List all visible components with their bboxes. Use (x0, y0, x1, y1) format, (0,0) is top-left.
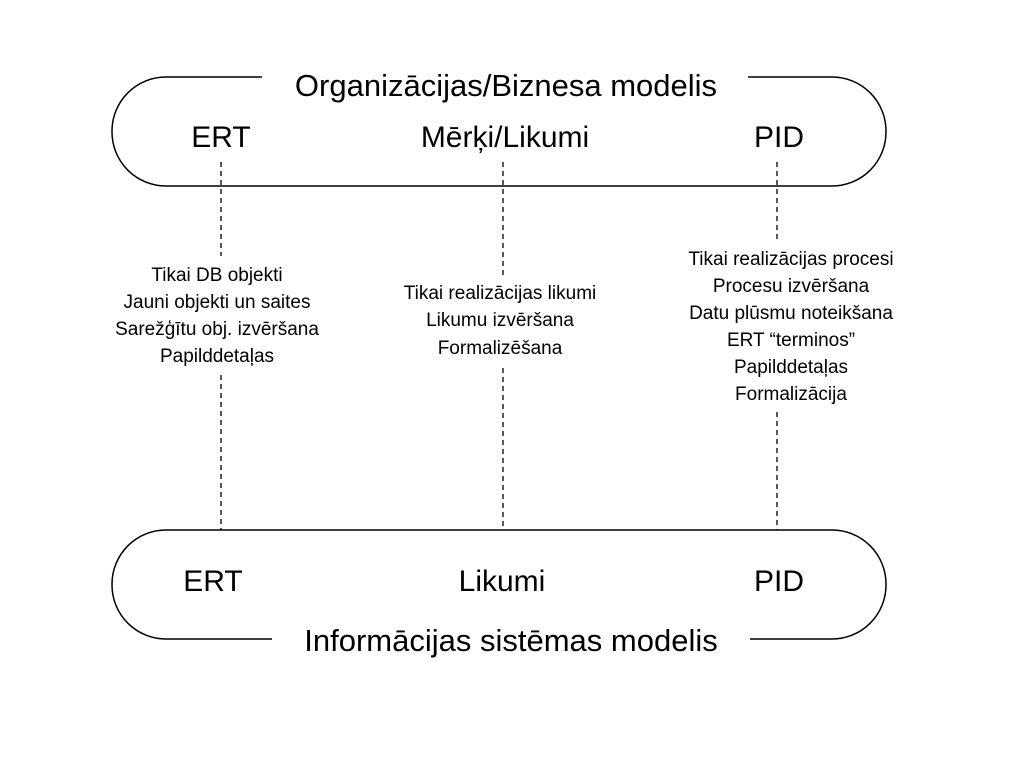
business-ert-label: ERT (191, 121, 250, 154)
system-ert-label: ERT (183, 565, 242, 598)
rules-note-1: Tikai realizācijas likumi (404, 283, 597, 304)
connectors (220, 162, 778, 530)
pid-note-3: Datu plūsmu noteikšana (689, 303, 893, 324)
information-system-model-box: ERT Likumi PID Informācijas sistēmas mod… (111, 529, 887, 658)
business-model-title-gap (262, 68, 748, 88)
business-goals-rules-label: Mērķi/Likumi (421, 121, 589, 154)
rules-transformation-notes: Tikai realizācijas likumi Likumu izvērša… (404, 283, 597, 359)
business-pid-label: PID (754, 121, 804, 154)
ert-note-4: Papilddetaļas (160, 346, 274, 367)
pid-note-5: Papilddetaļas (734, 357, 848, 378)
ert-note-2: Jauni objekti un saites (124, 292, 311, 313)
rules-note-3: Formalizēšana (438, 338, 563, 359)
pid-note-4: ERT “terminos” (727, 330, 855, 351)
pid-note-6: Formalizācija (735, 384, 847, 405)
business-model-title: Organizācijas/Biznesa modelis (295, 68, 717, 103)
pid-note-1: Tikai realizācijas procesi (688, 249, 893, 270)
pid-transformation-notes: Tikai realizācijas procesi Procesu izvēr… (688, 249, 893, 405)
rules-note-2: Likumu izvēršana (426, 310, 574, 331)
pid-note-2: Procesu izvēršana (713, 276, 870, 297)
information-system-model-title: Informācijas sistēmas modelis (304, 623, 717, 658)
system-rules-label: Likumi (459, 565, 546, 598)
information-system-model-title-gap (272, 629, 750, 649)
ert-note-3: Sarežģītu obj. izvēršana (115, 319, 319, 340)
ert-note-1: Tikai DB objekti (151, 265, 282, 286)
business-model-box: Organizācijas/Biznesa modelis ERT Mērķi/… (111, 68, 887, 187)
system-pid-label: PID (754, 565, 804, 598)
ert-transformation-notes: Tikai DB objekti Jauni objekti un saites… (115, 265, 319, 367)
